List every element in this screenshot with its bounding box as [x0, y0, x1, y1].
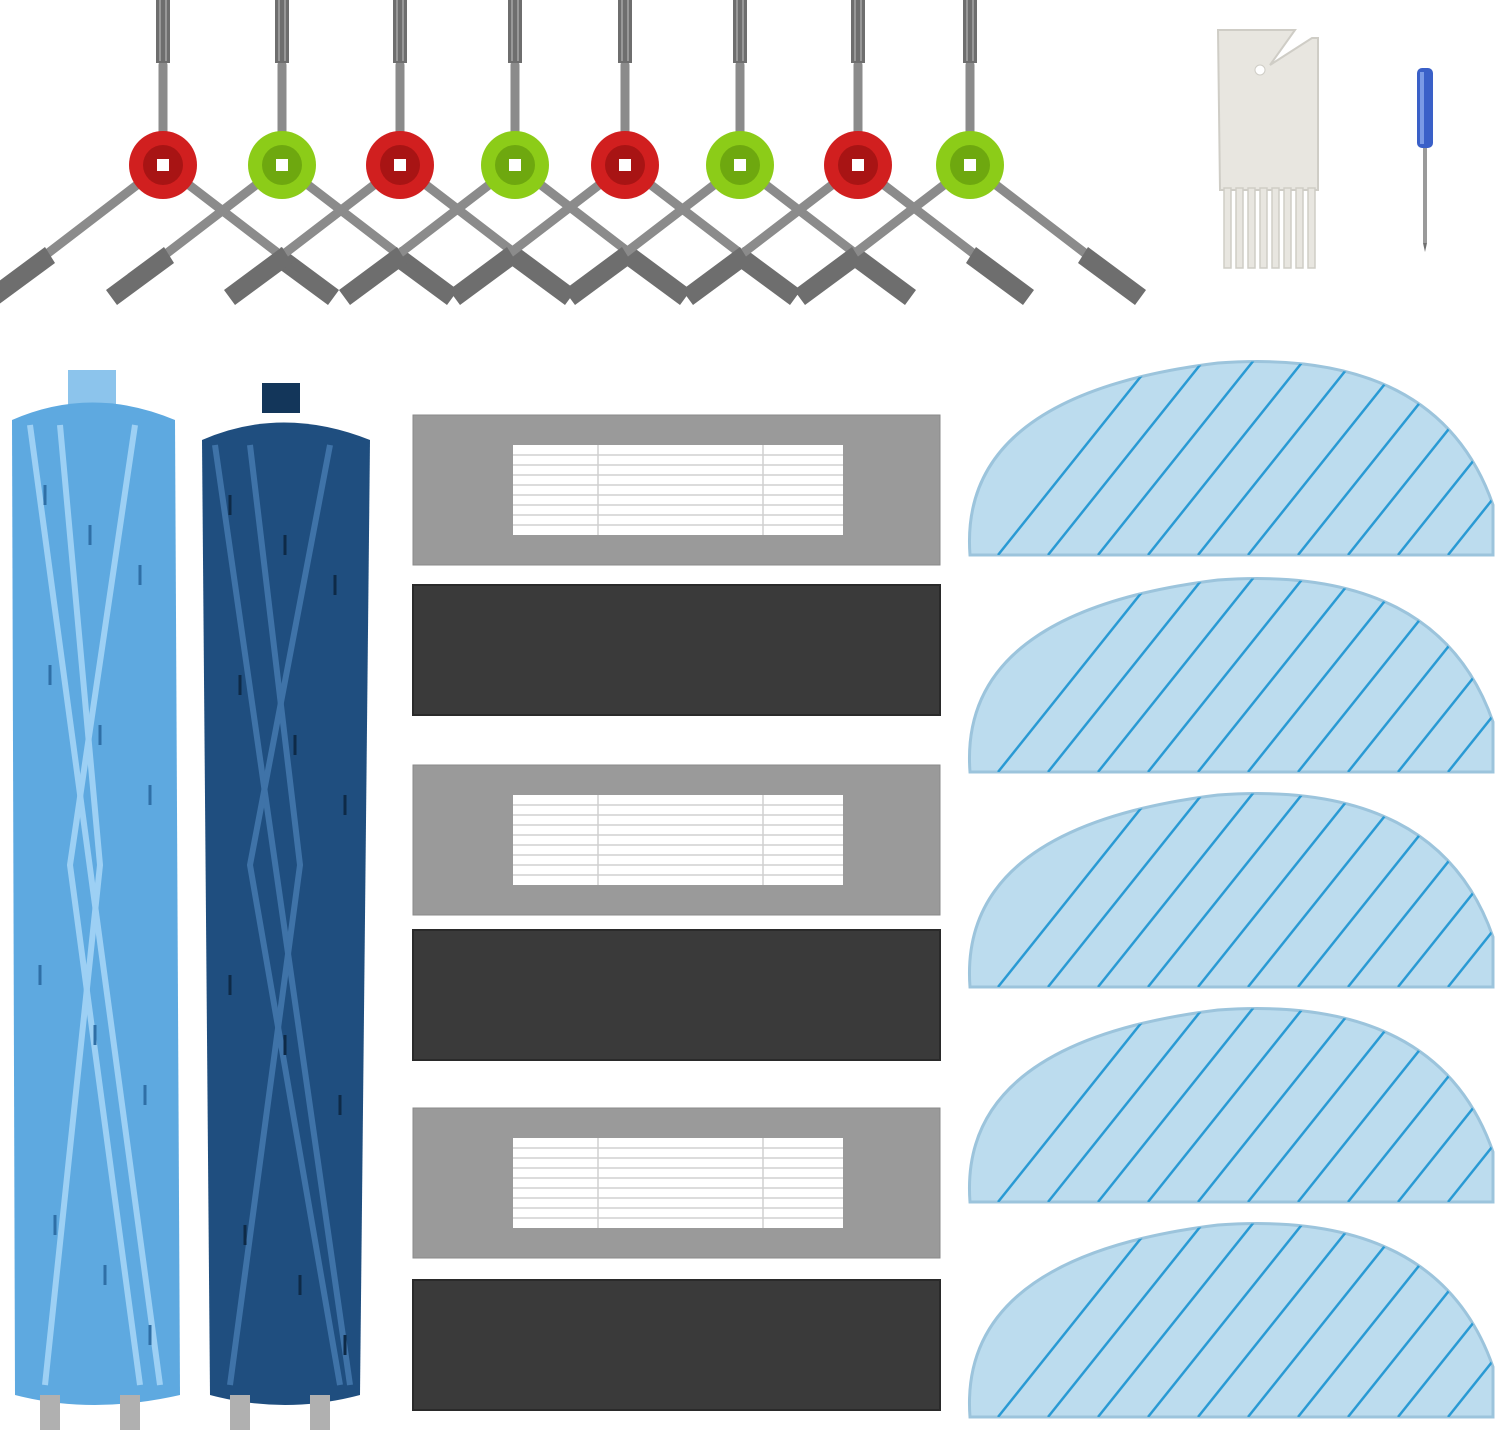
cleaning-tool — [1216, 29, 1319, 269]
sponge-filter — [412, 584, 941, 716]
mop-pad — [969, 572, 1500, 772]
side-brush — [564, 0, 916, 305]
filters-group — [412, 414, 941, 1411]
roller-brush-light — [12, 370, 180, 1430]
side-brush — [682, 0, 1034, 305]
sponge-filter — [412, 1279, 941, 1411]
side-brush — [106, 0, 458, 305]
side-brush — [339, 0, 691, 305]
side-brush — [794, 0, 1146, 305]
roller-brush-dark — [202, 383, 370, 1430]
side-brush — [0, 0, 339, 305]
side-brush — [224, 0, 576, 305]
hepa-filter — [412, 1107, 941, 1259]
mop-pad — [969, 787, 1500, 987]
mop-pad — [969, 355, 1500, 555]
roller-brushes-group — [12, 370, 370, 1430]
screwdriver — [1417, 68, 1433, 252]
hepa-filter — [412, 414, 941, 566]
mop-pad — [969, 1002, 1500, 1202]
side-brushes-group — [0, 0, 1180, 330]
hepa-filter — [412, 764, 941, 916]
mop-pads-group — [950, 350, 1500, 1455]
sponge-filter — [412, 929, 941, 1061]
mop-pad — [969, 1217, 1500, 1417]
side-brush — [449, 0, 801, 305]
